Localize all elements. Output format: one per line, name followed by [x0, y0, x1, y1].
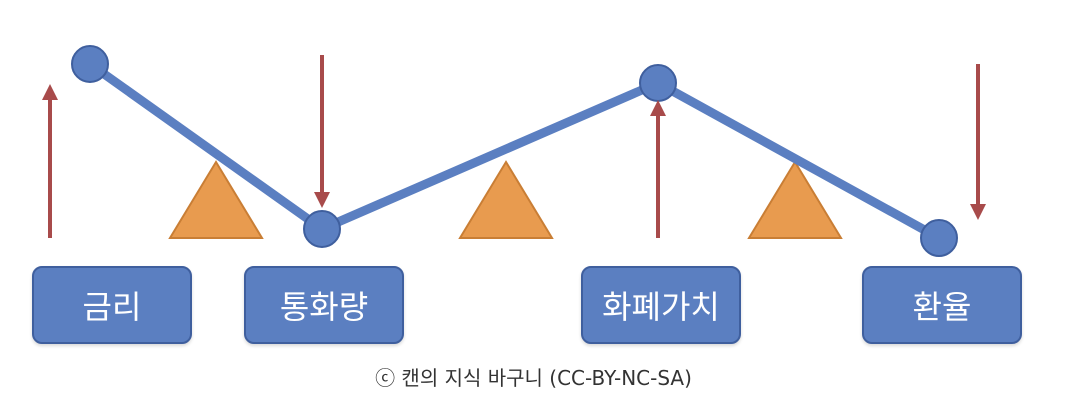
node-interest-rate [71, 45, 109, 83]
label-box-exchange-rate: 환율 [862, 266, 1022, 344]
seesaw-line [85, 59, 944, 243]
label-money-supply: 통화량 [279, 288, 369, 326]
fulcrum-2 [458, 160, 554, 239]
label-interest-rate: 금리 [82, 288, 142, 326]
label-box-currency-value: 화폐가치 [581, 266, 741, 344]
fulcrum-1 [168, 160, 264, 239]
image-caption: ⓒ 캔의 지식 바구니 (CC-BY-NC-SA) [375, 366, 692, 390]
node-money-supply [303, 210, 341, 248]
label-exchange-rate: 환율 [912, 288, 972, 326]
node-currency-value [639, 64, 677, 102]
node-exchange-rate [920, 219, 958, 257]
label-box-money-supply: 통화량 [244, 266, 404, 344]
fulcrum-3 [747, 160, 843, 239]
label-currency-value: 화폐가치 [602, 288, 720, 326]
label-box-interest-rate: 금리 [32, 266, 192, 344]
